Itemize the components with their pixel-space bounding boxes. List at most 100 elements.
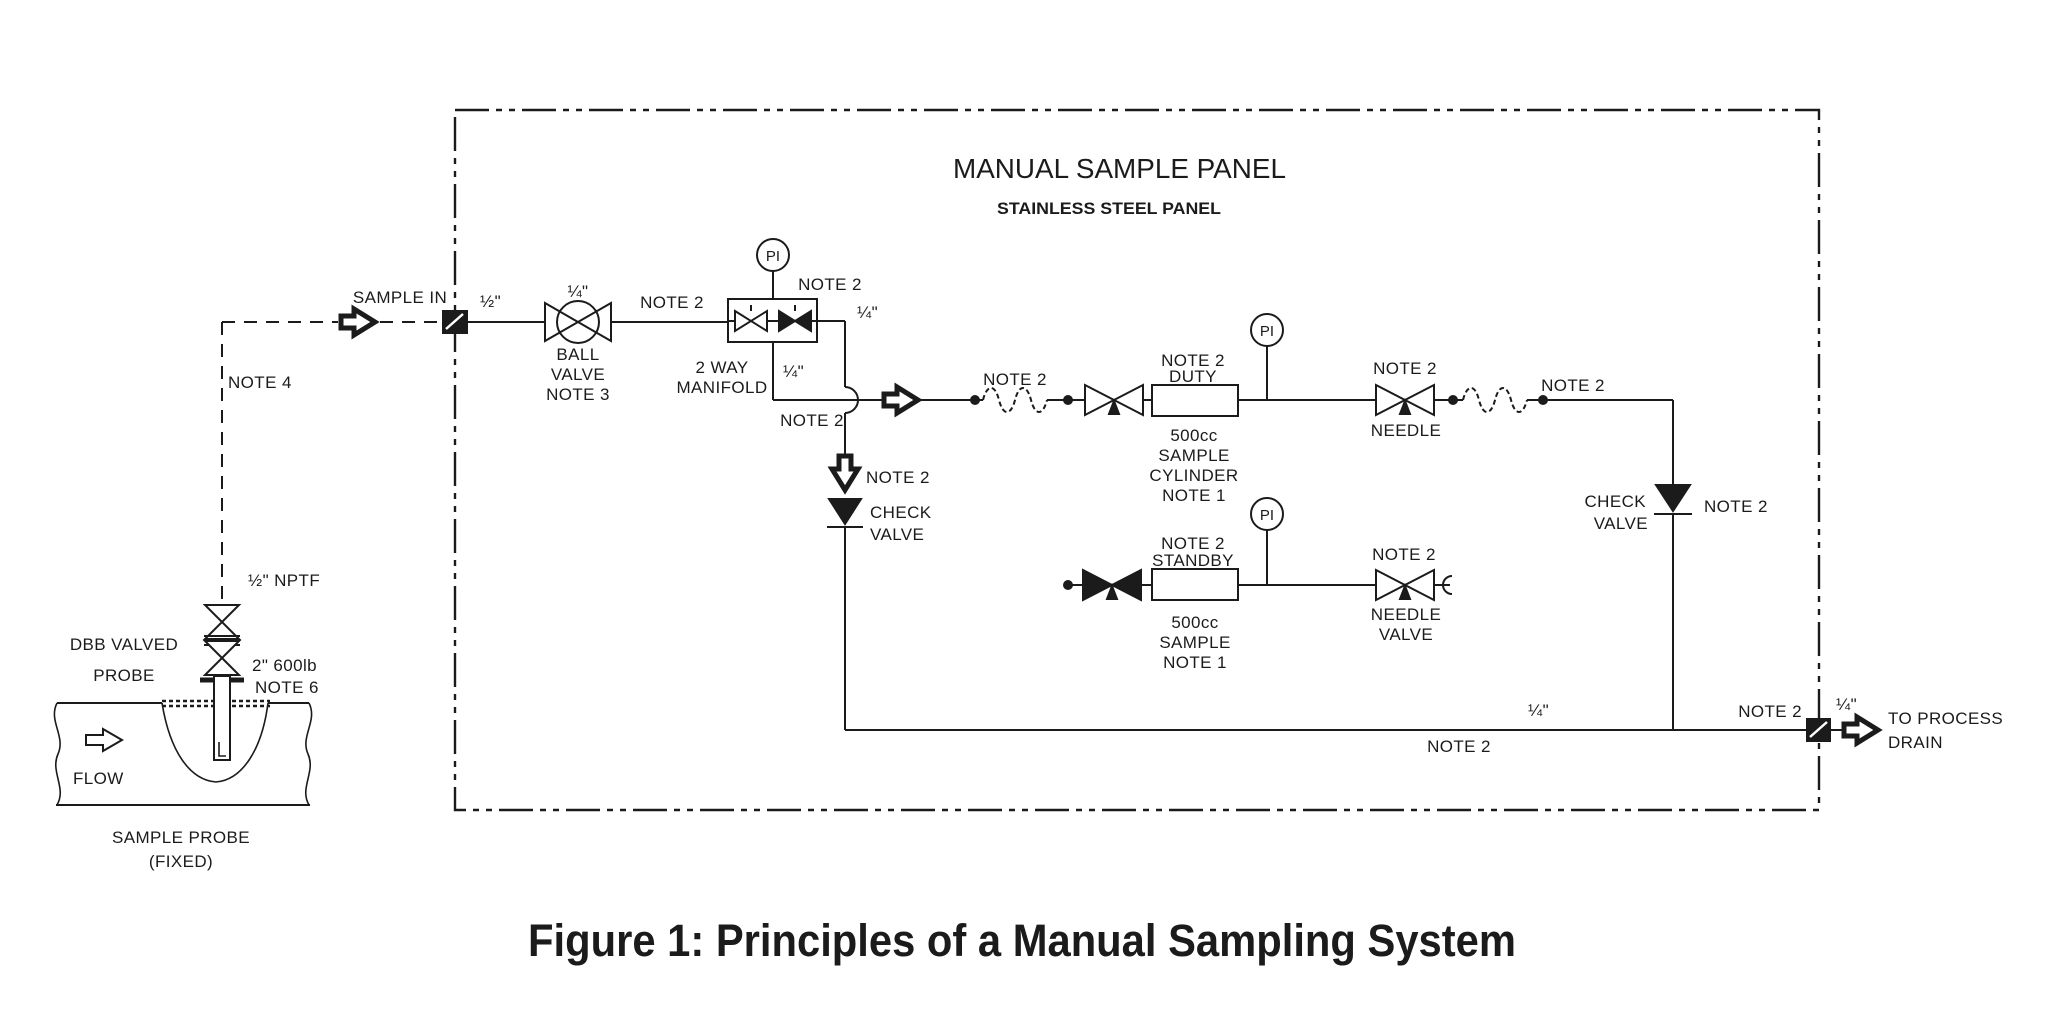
duty-return-note2-label: NOTE 2 (1541, 376, 1605, 395)
sample-panel-boundary: MANUAL SAMPLE PANEL STAINLESS STEEL PANE… (453, 108, 1821, 812)
pipe-break-right (304, 702, 313, 806)
manifold-valve-closed-icon-left (778, 309, 797, 333)
return-check-note2-label: NOTE 2 (1704, 497, 1768, 516)
duty-flexible-hose-icon-2 (1462, 387, 1528, 413)
loop-flow-arrow-icon (881, 382, 923, 418)
manifold-label-2: MANIFOLD (676, 378, 767, 397)
dbb-valve-upper-icon (202, 604, 242, 640)
down-flow-arrow-icon (827, 453, 863, 495)
duty-cyl-label-1: 500cc (1170, 426, 1217, 445)
sample-probe-assembly: NOTE 4 ½" NPTF DBB VALVED PROBE 2" 600lb… (53, 322, 320, 871)
duty-outlet-needle-stem (1398, 398, 1412, 415)
nptf-label: ½" NPTF (248, 571, 320, 590)
vent-check-label-1: CHECK (870, 503, 932, 522)
flow-label: FLOW (73, 769, 124, 788)
duty-coupling-dot-3 (1448, 395, 1458, 405)
to-process-label: TO PROCESS (1888, 709, 2003, 728)
duty-cyl-label-3: CYLINDER (1149, 466, 1238, 485)
standby-closed-valve-stem (1105, 583, 1119, 600)
manifold-pi-tag: PI (766, 248, 780, 265)
duty-flexible-hose-icon (982, 387, 1048, 413)
vent-check-label-2: VALVE (870, 525, 924, 544)
duty-needle-note2-label: NOTE 2 (1373, 359, 1437, 378)
probe-caption-2: (FIXED) (149, 852, 213, 871)
manifold-bottom-size-label: ¼" (783, 362, 804, 381)
standby-needle-note2-label: NOTE 2 (1372, 545, 1436, 564)
probe-tip-hook (218, 742, 226, 757)
duty-pi-tag: PI (1260, 323, 1274, 340)
duty-needle-label: NEEDLE (1371, 421, 1441, 440)
manifold-note2-label: NOTE 2 (798, 275, 862, 294)
inlet-bulkhead-slash (445, 313, 464, 330)
flow-arrow-icon (85, 727, 124, 753)
standby-closed-valve-left (1082, 568, 1115, 602)
standby-pi-tag: PI (1260, 507, 1274, 524)
vent-note2-label: NOTE 2 (866, 468, 930, 487)
return-check-label-2: VALVE (1594, 514, 1648, 533)
drain-outlet: NOTE 2 ¼" TO PROCESS DRAIN (1738, 695, 2003, 752)
standby-label: STANDBY (1152, 551, 1234, 570)
ball-valve: ¼" BALL VALVE NOTE 3 NOTE 2 (544, 282, 728, 404)
standby-cyl-label-2: SAMPLE (1159, 633, 1230, 652)
probe-pocket-outline (161, 702, 269, 783)
panel-title: MANUAL SAMPLE PANEL (953, 153, 1286, 184)
ball-valve-label-2: VALVE (551, 365, 605, 384)
probe-caption-1: SAMPLE PROBE (112, 828, 250, 847)
duty-cyl-label-2: SAMPLE (1158, 446, 1229, 465)
standby-note2-label: NOTE 2 (1161, 534, 1225, 553)
panel-subtitle: STAINLESS STEEL PANEL (997, 199, 1221, 218)
standby-cyl-label-1: 500cc (1171, 613, 1218, 632)
sample-in-arrow-icon (338, 304, 380, 340)
ball-valve-size-label: ¼" (567, 282, 588, 301)
duty-note2-label: NOTE 2 (1161, 351, 1225, 370)
loop-note2-label: NOTE 2 (780, 411, 844, 430)
dbb-label-2: PROBE (93, 666, 155, 685)
inlet-note2-label: NOTE 2 (640, 293, 704, 312)
duty-coupling-dot-1 (970, 395, 980, 405)
inlet-size-label: ½" (480, 292, 501, 311)
sample-in-label: SAMPLE IN (353, 288, 447, 307)
ball-valve-bowtie-icon (544, 301, 612, 343)
rating-label: 2" 600lb (252, 656, 317, 675)
return-check-label-1: CHECK (1584, 492, 1646, 511)
duty-label: DUTY (1169, 367, 1217, 386)
manifold-label-1: 2 WAY (695, 358, 748, 377)
dbb-valve-lower-icon (202, 640, 242, 676)
return-check-valve-icon (1654, 484, 1692, 513)
probe-tube (213, 675, 231, 761)
duty-sample-line: NOTE 2 NOTE 2 DUTY 500cc SAMPLE CYLINDER… (881, 313, 1674, 505)
drain-size-label: ¼" (1528, 701, 1549, 720)
to-drain-arrow-icon (1841, 712, 1883, 748)
vent-check-valve-icon (827, 498, 863, 526)
figure-caption: Figure 1: Principles of a Manual Samplin… (528, 915, 1516, 966)
dbb-label-1: DBB VALVED (70, 635, 178, 654)
standby-needle-stem (1398, 583, 1412, 600)
note6-label: NOTE 6 (255, 678, 319, 697)
note4-label: NOTE 4 (228, 373, 292, 392)
duty-cyl-label-4: NOTE 1 (1162, 486, 1226, 505)
pipe-break-left (53, 702, 62, 806)
outlet-note2-label: NOTE 2 (1738, 702, 1802, 721)
standby-coupling-dot (1063, 580, 1073, 590)
standby-open-end-cap (1442, 575, 1453, 595)
return-check-valve: CHECK VALVE NOTE 2 (1584, 484, 1768, 730)
drain-label: DRAIN (1888, 733, 1943, 752)
standby-cyl-label-3: NOTE 1 (1163, 653, 1227, 672)
duty-hose-note2-label: NOTE 2 (983, 370, 1047, 389)
ball-valve-label-3: NOTE 3 (546, 385, 610, 404)
panel-boundary-rect (453, 108, 1821, 812)
outlet-bulkhead-slash (1809, 721, 1828, 738)
standby-needle-label-1: NEEDLE (1371, 605, 1441, 624)
duty-coupling-dot-2 (1063, 395, 1073, 405)
duty-sample-cylinder (1151, 384, 1239, 417)
standby-needle-label-2: VALVE (1379, 625, 1433, 644)
manifold-outlet-size-label: ¼" (857, 303, 878, 322)
ball-valve-ball-icon (556, 300, 600, 344)
manifold-valve-open-icon (734, 309, 768, 333)
two-way-manifold: NOTE 2 2 WAY MANIFOLD PI ¼" ¼" NOTE 2 (676, 238, 884, 456)
standby-sample-cylinder (1151, 568, 1239, 601)
drain-note2-label: NOTE 2 (1427, 737, 1491, 756)
ball-valve-label-1: BALL (556, 345, 599, 364)
inlet-line: SAMPLE IN ½" (222, 288, 545, 340)
